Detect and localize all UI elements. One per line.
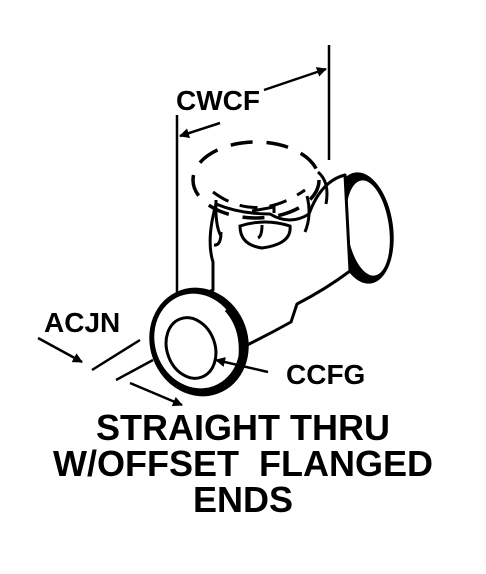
top-flange-dashed-inner xyxy=(212,188,306,209)
label-acjn: ACJN xyxy=(44,307,120,338)
cwcf-dimension-arrows xyxy=(179,67,327,138)
caption-line-3: ENDS xyxy=(193,479,293,520)
acjn-dimension xyxy=(37,336,154,382)
ccfg-leader xyxy=(129,357,269,407)
top-flange-dashed xyxy=(191,140,321,220)
label-ccfg: CCFG xyxy=(286,359,365,390)
right-flange-joint xyxy=(316,170,329,205)
caption-line-1: STRAIGHT THRU xyxy=(96,407,390,448)
caption-line-2: W/OFFSET FLANGED xyxy=(53,443,433,484)
left-flange xyxy=(149,287,249,397)
label-cwcf: CWCF xyxy=(176,85,260,116)
branch-neck xyxy=(213,195,311,250)
